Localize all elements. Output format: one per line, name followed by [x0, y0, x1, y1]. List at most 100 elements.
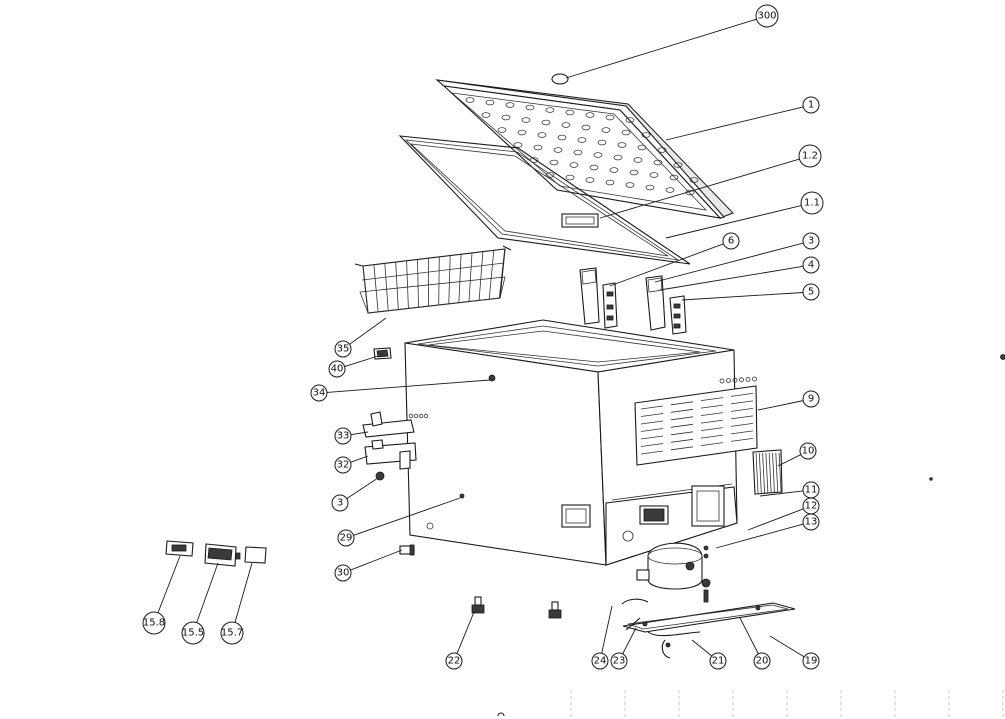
callout-c15-8: 15.8 [142, 555, 181, 635]
part-15-5-control-box [204, 543, 241, 567]
leader-line [681, 292, 804, 301]
callout-bubble [142, 611, 166, 635]
callout-c23: 23 [610, 627, 637, 670]
callout-c20: 20 [739, 617, 771, 670]
leader-line [350, 549, 403, 571]
callout-bubble [802, 283, 820, 301]
leader-line [759, 490, 804, 497]
part-32-thermostat [364, 439, 417, 470]
leader-line [565, 18, 757, 79]
callout-bubble [337, 529, 355, 547]
callout-c4: 4 [659, 256, 820, 291]
part-300-cap [551, 73, 569, 85]
part-23-24-tubes [621, 598, 649, 631]
cabinet-body [404, 319, 758, 566]
callout-c5: 5 [681, 283, 820, 301]
callout-c22: 22 [445, 611, 475, 670]
callout-c29: 29 [337, 497, 461, 547]
callout-bubble [334, 340, 352, 358]
part-19-base-plate [622, 602, 796, 633]
callout-number: 15.7 [221, 628, 243, 639]
callout-number: 23 [613, 656, 626, 667]
callout-bubble [220, 621, 244, 645]
callout-bubble [798, 144, 822, 168]
part-4-hinge-cover [645, 275, 666, 331]
part-15-7-sticker [244, 546, 267, 564]
leader-line [346, 477, 379, 499]
callout-bubble [334, 564, 352, 582]
leader-line [344, 355, 379, 368]
leader-line [665, 205, 802, 239]
callout-number: 11 [805, 485, 818, 496]
callout-c1: 1 [665, 96, 820, 141]
callout-bubble [331, 494, 349, 512]
callout-number: 29 [340, 533, 353, 544]
callout-number: 300 [757, 11, 776, 22]
callout-c15-7: 15.7 [220, 562, 253, 645]
callout-number: 15.5 [182, 628, 204, 639]
callout-bubble [802, 232, 820, 250]
callout-c40: 40 [328, 355, 379, 378]
callout-bubble [310, 384, 328, 402]
callout-bubble [591, 652, 609, 670]
callout-bubble [799, 442, 817, 460]
callout-c19: 19 [769, 635, 820, 670]
leader-line [350, 455, 369, 463]
callout-c3a: 3 [654, 232, 820, 283]
part-15-8-label [165, 540, 194, 557]
callout-c32: 32 [334, 455, 369, 474]
callout-c300: 300 [565, 4, 779, 79]
callout-number: 10 [802, 446, 815, 457]
callout-number: 4 [808, 260, 814, 271]
callout-number: 24 [594, 656, 607, 667]
callout-c10: 10 [777, 442, 817, 467]
callout-number: 30 [337, 568, 350, 579]
callout-c1-1: 1.1 [665, 191, 824, 239]
leader-line [622, 627, 637, 655]
part-30-bolt [399, 544, 415, 556]
callout-number: 12 [805, 501, 818, 512]
callout-bubble [802, 390, 820, 408]
callout-bubble [722, 232, 740, 250]
leader-line [326, 379, 491, 393]
leader-line [715, 523, 804, 549]
callout-bubble [802, 96, 820, 114]
leader-line [456, 611, 475, 654]
callout-c30: 30 [334, 549, 403, 582]
callout-bubble [709, 652, 727, 670]
callout-number: 1 [808, 100, 814, 111]
leader-line [659, 265, 804, 291]
callout-number: 32 [337, 460, 350, 471]
leader-line [234, 562, 253, 623]
callout-number: 9 [808, 394, 814, 405]
callout-number: 3 [337, 498, 343, 509]
callout-number: 1.1 [804, 198, 820, 209]
callout-bubble [334, 456, 352, 474]
callout-bubble [753, 652, 771, 670]
callout-c9: 9 [757, 390, 820, 411]
leader-line [654, 242, 804, 283]
leader-line [739, 617, 759, 655]
callout-c34: 34 [310, 379, 491, 402]
callout-c35: 35 [334, 317, 387, 358]
part-6-hinge-cover [579, 267, 600, 325]
callout-number: 20 [756, 656, 769, 667]
leader-line [599, 158, 800, 219]
leader-line [691, 639, 713, 657]
part-22-foot-right [548, 601, 562, 619]
callout-number: 22 [448, 656, 461, 667]
callout-number: 19 [805, 656, 818, 667]
callout-c24: 24 [591, 605, 613, 670]
compressor [636, 542, 711, 603]
leader-line [769, 635, 805, 658]
callout-c6: 6 [609, 232, 740, 287]
callout-c33: 33 [334, 427, 369, 445]
leader-line [349, 317, 387, 345]
bottom-strip [570, 690, 1004, 719]
callout-number: 1.2 [802, 151, 818, 162]
callout-bubble [800, 191, 824, 215]
leader-line [157, 555, 181, 613]
callout-number: 15.8 [143, 618, 165, 629]
part-40-plate [373, 347, 392, 360]
